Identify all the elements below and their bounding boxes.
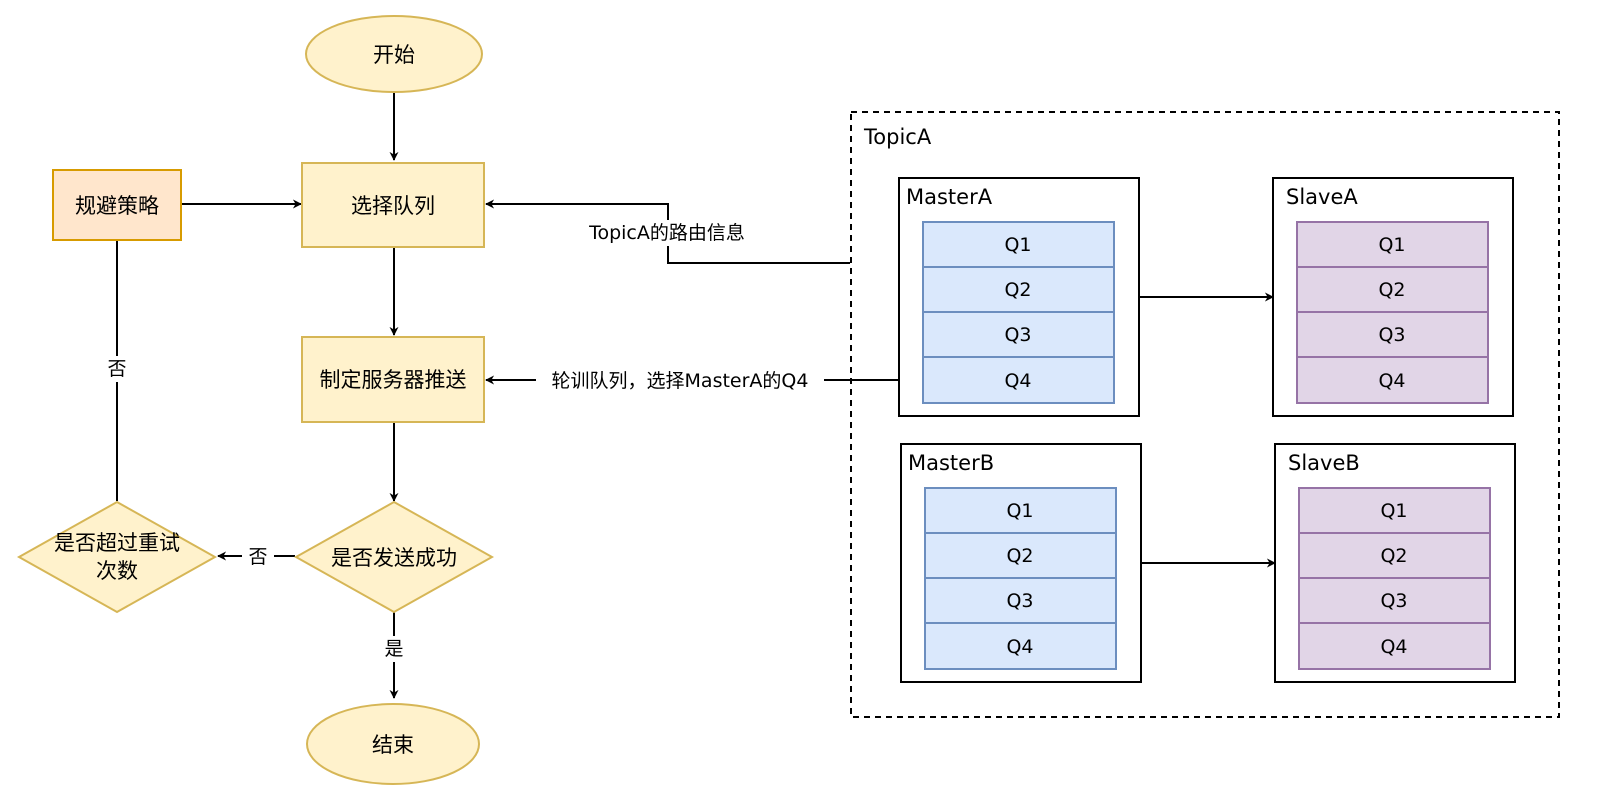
queue-q3: Q3 [1298,577,1491,624]
edge-label-yes-end: 是 [384,638,403,660]
queue-q3: Q3 [924,577,1117,624]
svg-text:是否发送成功: 是否发送成功 [331,546,457,570]
avoid-strategy-node: 规避策略 [52,169,182,241]
svg-text:Q4: Q4 [1378,370,1405,392]
send-to-server-node: 制定服务器推送 [301,336,485,423]
select-queue-node: 选择队列 [301,162,485,248]
queue-q1: Q1 [1296,221,1489,268]
start-node: 开始 [305,15,483,93]
svg-text:Q4: Q4 [1006,636,1033,658]
svg-text:Q1: Q1 [1004,234,1031,256]
broker-master-a: MasterA Q1 Q2 Q3 Q4 [898,177,1140,417]
edge-label-round-robin: 轮训队列，选择MasterA的Q4 [552,370,809,392]
broker-name: SlaveB [1288,451,1360,475]
svg-text:Q2: Q2 [1380,545,1407,567]
svg-text:Q3: Q3 [1380,590,1407,612]
edge-label-routing-info: TopicA的路由信息 [588,222,745,244]
svg-text:规避策略: 规避策略 [75,194,159,218]
broker-name: MasterA [906,185,993,209]
svg-text:次数: 次数 [96,559,138,583]
broker-master-b: MasterB Q1 Q2 Q3 Q4 [900,443,1142,683]
topic-container: TopicA [850,111,1560,718]
edge-labels: 否 否 是 TopicA的路由信息 轮训队列，选择MasterA的Q4 [103,220,824,662]
queue-q4: Q4 [924,622,1117,670]
queue-q4: Q4 [922,356,1115,404]
svg-text:Q2: Q2 [1378,279,1405,301]
svg-text:结束: 结束 [372,733,414,757]
svg-text:Q4: Q4 [1004,370,1031,392]
queue-q2: Q2 [1296,266,1489,313]
send-success-decision: 是否发送成功 [293,500,495,614]
svg-text:Q3: Q3 [1004,324,1031,346]
broker-name: SlaveA [1286,185,1358,209]
topic-title: TopicA [863,125,932,149]
broker-name: MasterB [908,451,994,475]
queue-q2: Q2 [922,266,1115,313]
queue-q3: Q3 [922,311,1115,358]
queue-q4: Q4 [1296,356,1489,404]
queue-q4: Q4 [1298,622,1491,670]
svg-text:Q2: Q2 [1006,545,1033,567]
queue-q2: Q2 [924,532,1117,579]
retry-exceeded-decision: 是否超过重试 次数 [16,500,218,614]
broker-slave-b: SlaveB Q1 Q2 Q3 Q4 [1274,443,1516,683]
queue-q1: Q1 [1298,487,1491,534]
queue-q3: Q3 [1296,311,1489,358]
edge-label-no-avoid: 否 [107,358,126,380]
svg-text:Q3: Q3 [1378,324,1405,346]
svg-text:Q1: Q1 [1006,500,1033,522]
svg-text:Q4: Q4 [1380,636,1407,658]
svg-text:Q3: Q3 [1006,590,1033,612]
queue-q1: Q1 [922,221,1115,268]
svg-text:是否超过重试: 是否超过重试 [54,531,180,555]
end-node: 结束 [306,703,480,785]
svg-text:制定服务器推送: 制定服务器推送 [320,368,467,392]
svg-text:Q2: Q2 [1004,279,1031,301]
broker-slave-a: SlaveA Q1 Q2 Q3 Q4 [1272,177,1514,417]
queue-q2: Q2 [1298,532,1491,579]
svg-text:开始: 开始 [373,43,415,67]
svg-text:选择队列: 选择队列 [351,194,435,218]
svg-text:Q1: Q1 [1380,500,1407,522]
edge-label-no-retry: 否 [248,546,267,568]
svg-text:Q1: Q1 [1378,234,1405,256]
queue-q1: Q1 [924,487,1117,534]
